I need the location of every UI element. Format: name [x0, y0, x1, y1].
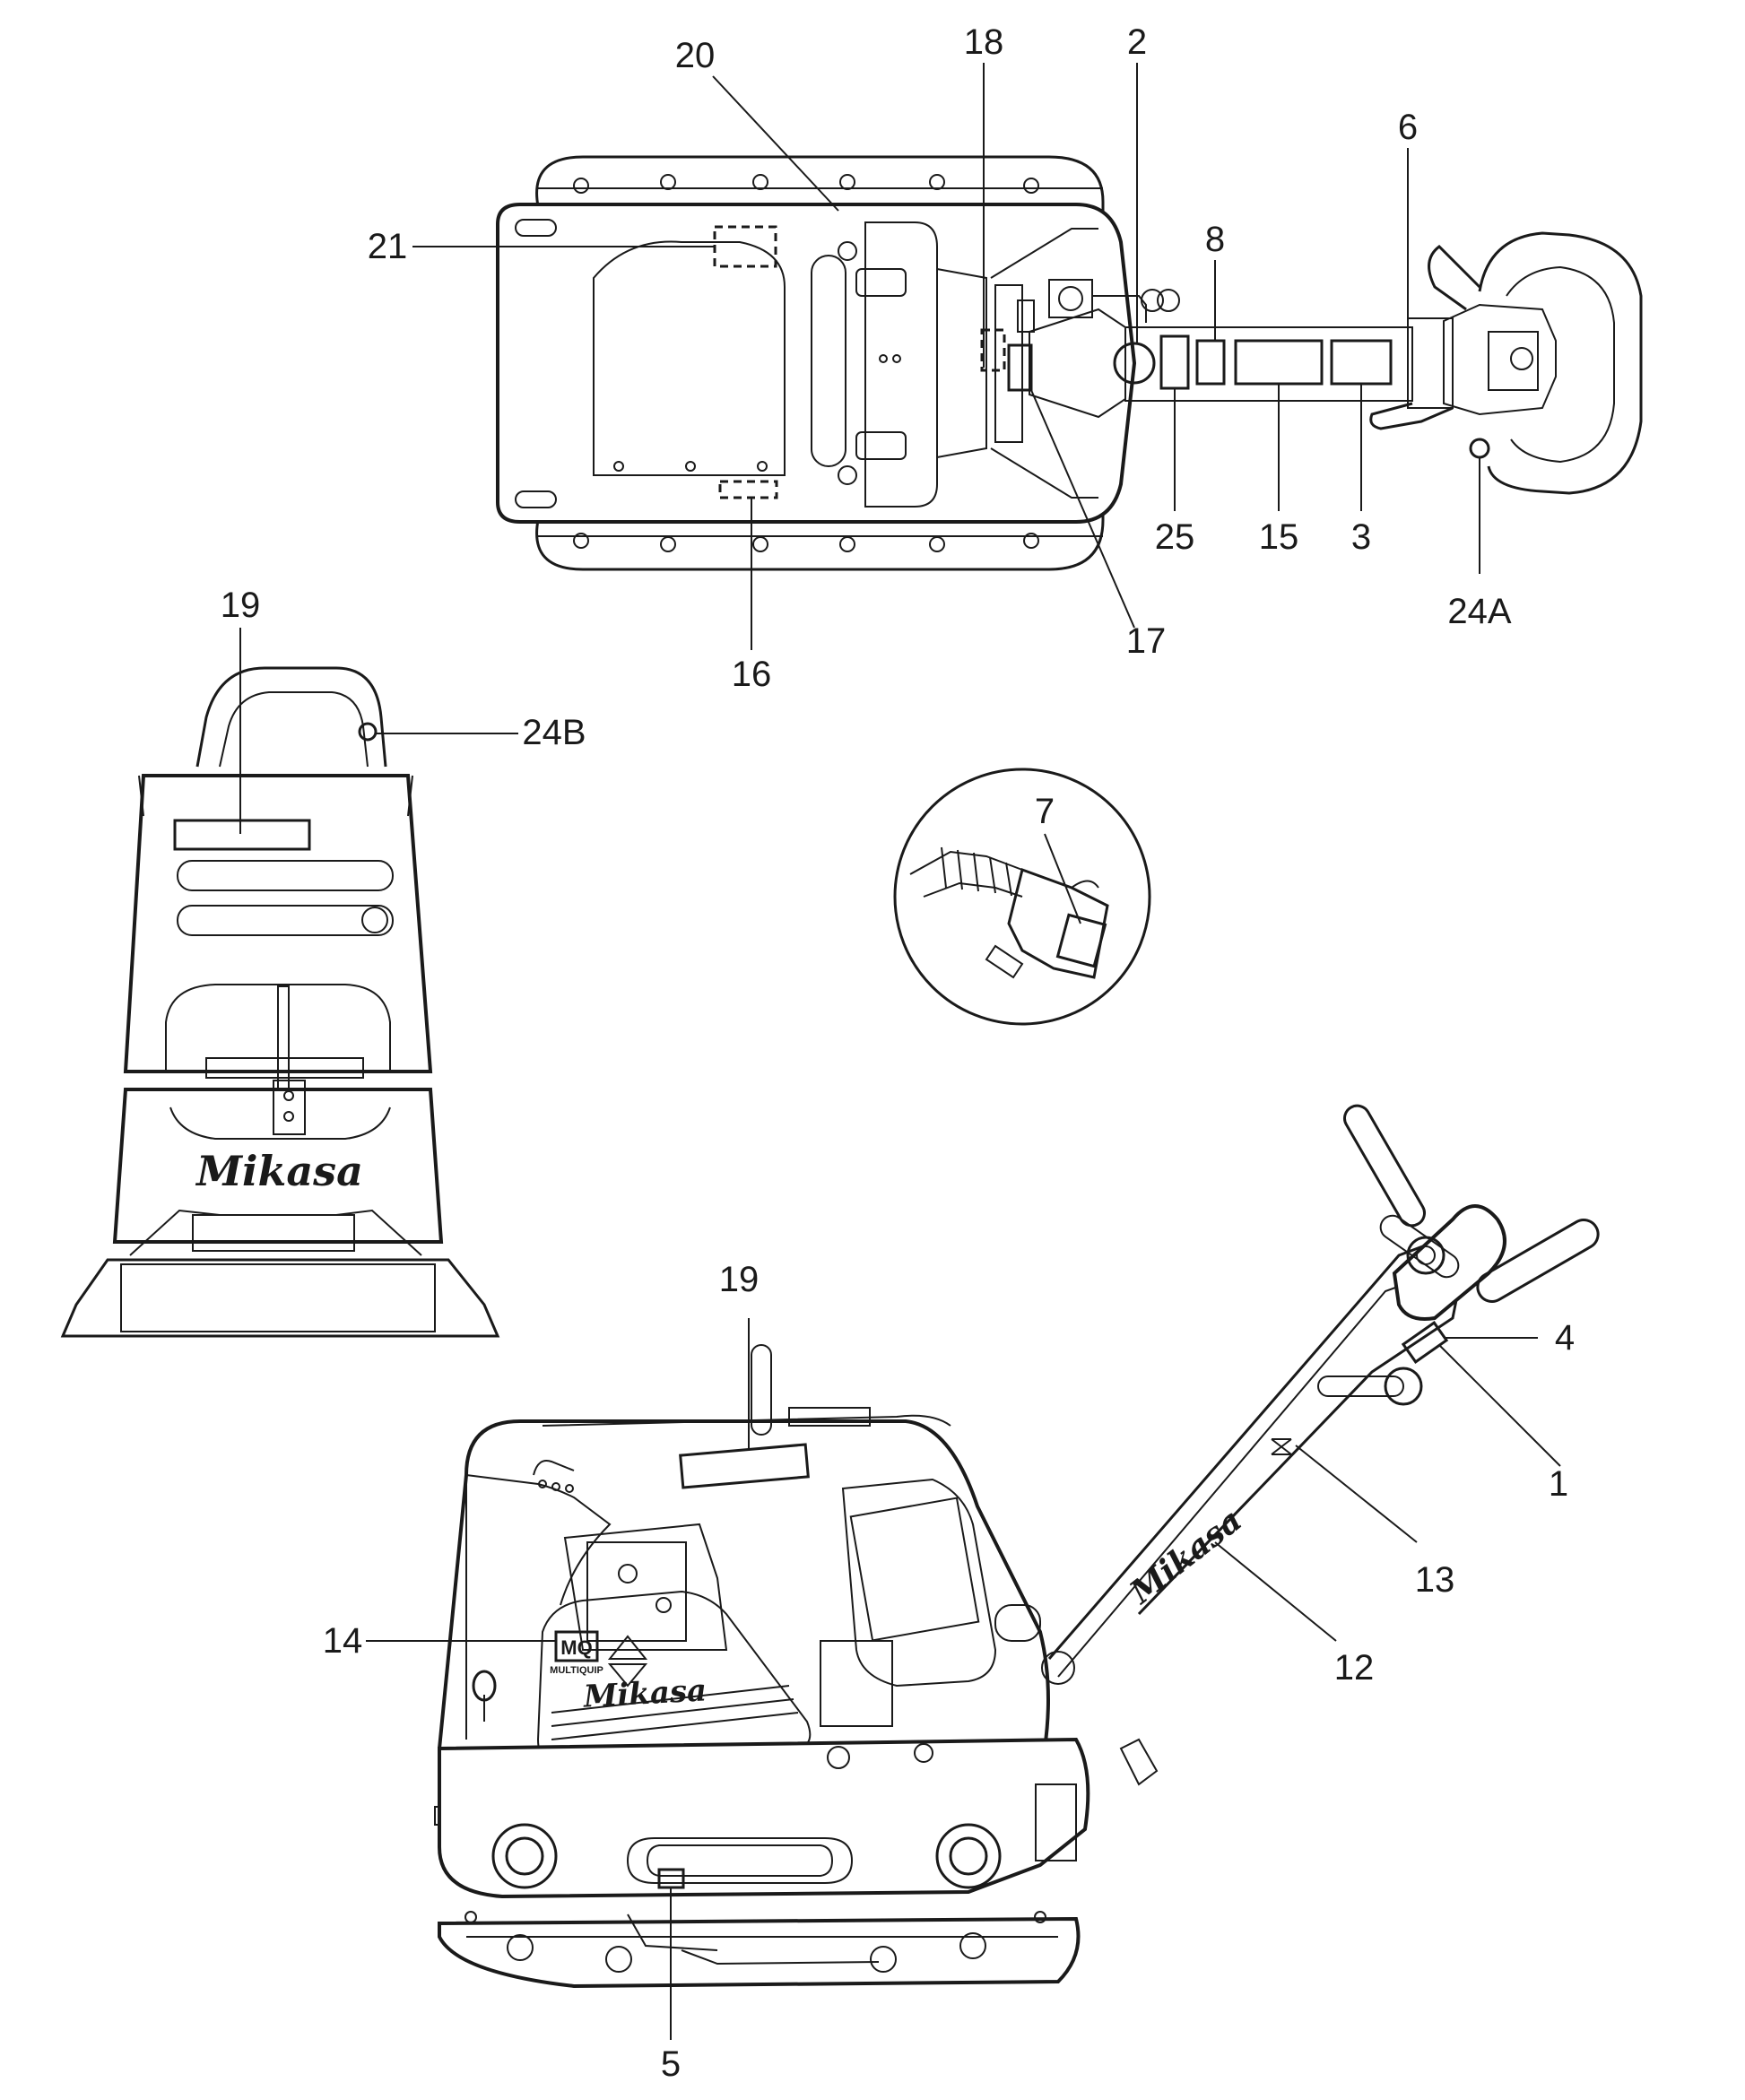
callout-20: 20 [675, 36, 716, 75]
detail-circle-leaders [1044, 833, 1081, 924]
side-view: Mikasa MQ MULTIQUIP Mikasa [434, 1104, 1600, 1989]
callout-6: 6 [1398, 108, 1418, 147]
callout-21: 21 [368, 227, 408, 266]
multiquip-text: MULTIQUIP [550, 1665, 603, 1676]
callout-3: 3 [1351, 517, 1371, 557]
decal-24a-circle [1469, 438, 1490, 459]
callout-4: 4 [1555, 1318, 1575, 1358]
callout-25: 25 [1155, 517, 1195, 557]
side-brand-logo: Mikasa [582, 1672, 708, 1714]
callout-17: 17 [1126, 621, 1167, 661]
callout-2: 2 [1127, 22, 1147, 62]
callout-13: 13 [1415, 1560, 1455, 1600]
top-tread-bolts [573, 174, 1039, 552]
callout-24b: 24B [522, 713, 586, 752]
multiquip-logo [554, 1630, 599, 1662]
callout-19-front: 19 [221, 586, 261, 625]
callout-18: 18 [964, 22, 1004, 62]
callout-16: 16 [732, 655, 772, 694]
front-view: Mikasa [60, 666, 500, 1338]
multiquip-mark: MQ [560, 1636, 592, 1659]
callout-15: 15 [1259, 517, 1299, 557]
callout-5: 5 [661, 2044, 681, 2084]
front-view-leaders [239, 628, 518, 834]
side-view-leaders [366, 1318, 1561, 2040]
callout-19-side: 19 [719, 1260, 760, 1299]
detail-circle [893, 768, 1151, 1026]
callout-labels: 20 18 2 6 8 21 25 15 3 24A 17 16 19 24B … [221, 22, 1575, 2084]
decal-2-circle [1113, 342, 1156, 385]
callout-1: 1 [1549, 1464, 1568, 1504]
callout-14: 14 [323, 1621, 363, 1661]
callout-24a: 24A [1447, 592, 1511, 631]
top-view [496, 155, 1643, 571]
callout-12: 12 [1334, 1648, 1375, 1688]
top-view-leaders [412, 63, 1480, 650]
handle-brand-logo: Mikasa [1122, 1501, 1249, 1612]
callout-8: 8 [1205, 220, 1225, 259]
callout-7: 7 [1035, 792, 1055, 831]
decal-24b-circle [358, 722, 378, 742]
front-brand-logo: Mikasa [195, 1147, 363, 1195]
